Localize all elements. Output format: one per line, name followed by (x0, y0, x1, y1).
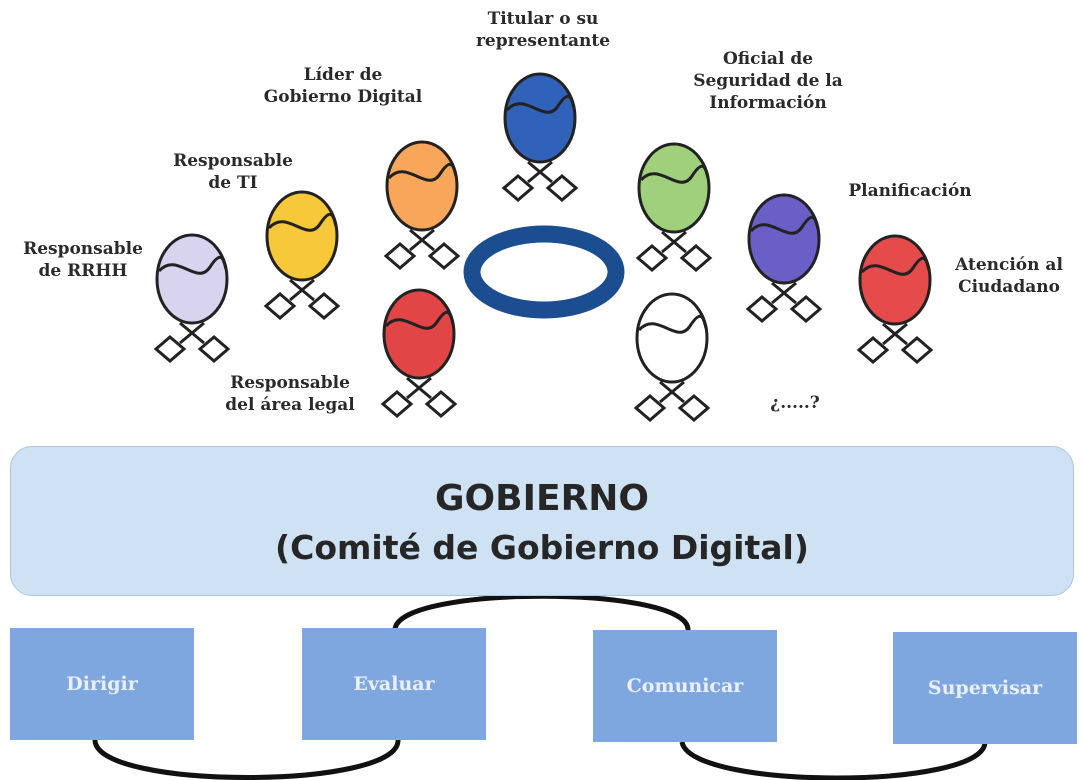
person-legs (154, 321, 230, 363)
person-wave (637, 314, 708, 334)
person-ti (264, 190, 340, 320)
person-legs (384, 228, 460, 270)
function-label: Comunicar (626, 675, 744, 697)
person-rrhh (154, 233, 230, 363)
person-legs (634, 380, 710, 422)
governance-subtitle: (Comité de Gobierno Digital) (275, 528, 809, 567)
person-body (503, 72, 577, 164)
person-wave (387, 162, 458, 182)
person-legs (502, 160, 578, 202)
function-box-supervisar: Supervisar (893, 632, 1077, 744)
person-wave (505, 94, 576, 114)
person-wave (639, 164, 710, 184)
function-label: Dirigir (66, 673, 138, 695)
label-rrhh: Responsable de RRHH (23, 239, 143, 281)
person-gobierno-digital (384, 140, 460, 270)
person-otro (634, 292, 710, 422)
label-planificacion: Planificación (848, 181, 972, 201)
person-body (385, 140, 459, 232)
person-wave (860, 256, 931, 276)
label-legal: Responsable del área legal (225, 373, 355, 415)
person-wave (749, 215, 820, 235)
person-legs (636, 230, 712, 272)
person-legs (746, 281, 822, 323)
label-gobierno-digital: Líder de Gobierno Digital (263, 65, 423, 107)
person-legs (857, 322, 933, 364)
label-titular: Titular o su representante (475, 9, 611, 51)
conference-table (463, 225, 625, 319)
person-atencion (857, 234, 933, 364)
person-titular (502, 72, 578, 202)
person-legs (381, 376, 457, 418)
label-atencion: Atención al Ciudadano (955, 255, 1063, 297)
person-body (858, 234, 932, 326)
function-box-comunicar: Comunicar (593, 630, 777, 742)
person-wave (267, 212, 338, 232)
person-wave (157, 255, 228, 275)
link-evaluar-comunicar (392, 593, 691, 631)
function-label: Evaluar (353, 673, 435, 695)
person-legs (264, 278, 340, 320)
person-wave (384, 310, 455, 330)
governance-bar: GOBIERNO (Comité de Gobierno Digital) (10, 446, 1074, 596)
person-planificacion (746, 193, 822, 323)
person-body (382, 288, 456, 380)
person-seguridad (636, 142, 712, 272)
link-comunicar-supervisar (679, 741, 988, 780)
function-box-dirigir: Dirigir (10, 628, 194, 740)
label-otro: ¿.....? (770, 393, 820, 413)
function-box-evaluar: Evaluar (302, 628, 486, 740)
person-body (265, 190, 339, 282)
person-body (635, 292, 709, 384)
label-seguridad: Oficial de Seguridad de la Información (693, 49, 843, 113)
person-legal (381, 288, 457, 418)
person-body (637, 142, 711, 234)
person-body (155, 233, 229, 325)
person-body (747, 193, 821, 285)
link-dirigir-evaluar (92, 739, 401, 780)
function-label: Supervisar (927, 677, 1043, 699)
label-ti: Responsable de TI (173, 151, 293, 193)
governance-title: GOBIERNO (434, 478, 650, 519)
